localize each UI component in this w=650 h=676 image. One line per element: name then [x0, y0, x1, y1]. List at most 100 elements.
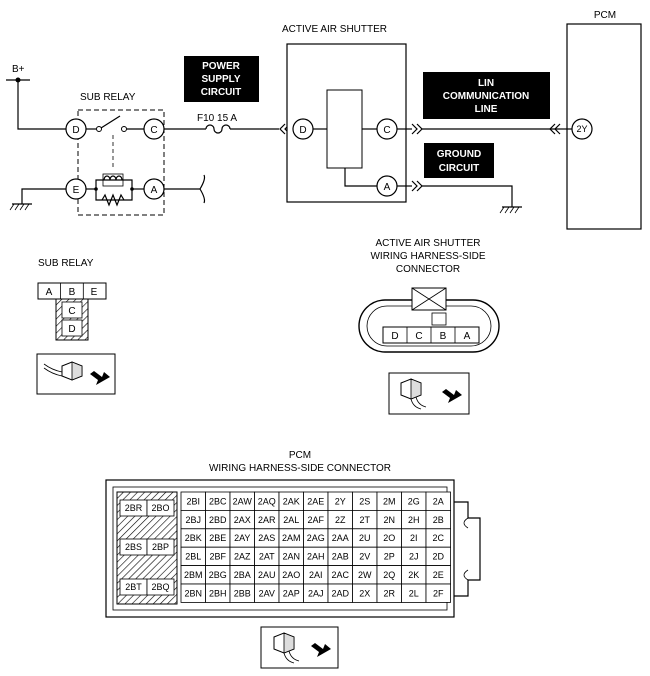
svg-text:2V: 2V — [359, 552, 370, 562]
pcm-pin-2bf: 2BF — [205, 546, 231, 567]
svg-text:2B: 2B — [433, 515, 444, 525]
svg-text:2BJ: 2BJ — [185, 515, 201, 525]
sub-relay-pin-e: E — [91, 287, 98, 298]
svg-text:2BE: 2BE — [209, 533, 226, 543]
pcm-pin-2m: 2M — [376, 491, 402, 511]
pcm-pin-2be: 2BE — [205, 528, 231, 548]
pcm-pin-2bq: 2BQ — [146, 578, 175, 596]
pcm-pin-2ad: 2AD — [327, 583, 353, 603]
svg-text:2O: 2O — [383, 533, 395, 543]
sub-relay-connector: A B E C D — [37, 282, 107, 341]
svg-text:2AK: 2AK — [283, 496, 300, 506]
b-plus-wire — [17, 80, 66, 130]
svg-text:POWER: POWER — [202, 61, 241, 72]
fuse-label: F10 15 A — [197, 113, 237, 124]
pcm-pin-2bb: 2BB — [229, 583, 255, 603]
svg-text:2S: 2S — [359, 496, 370, 506]
wire-continue-mark — [199, 174, 206, 204]
svg-text:2BL: 2BL — [185, 552, 201, 562]
pcm-pin-2c: 2C — [425, 528, 451, 548]
aas-pin-d: D — [391, 331, 398, 342]
svg-text:C: C — [150, 125, 157, 136]
svg-text:2BI: 2BI — [186, 496, 200, 506]
svg-text:2I: 2I — [410, 533, 418, 543]
svg-text:2AW: 2AW — [233, 496, 253, 506]
pcm-pin-2u: 2U — [352, 528, 378, 548]
pcm-pin-2aw: 2AW — [229, 491, 255, 511]
sub-relay-terminal-a: A — [143, 178, 165, 200]
fuse-symbol — [205, 124, 231, 134]
aas-connector: D C B A — [358, 287, 500, 353]
pcm-pin-2bg: 2BG — [205, 565, 231, 585]
svg-text:A: A — [151, 185, 158, 196]
lin-communication-label: LIN COMMUNICATION LINE — [423, 72, 550, 119]
pcm-pin-2bc: 2BC — [205, 491, 231, 511]
aas-connector-title-1: ACTIVE AIR SHUTTER — [375, 238, 480, 249]
pcm-view-icon — [260, 626, 339, 669]
svg-text:2AS: 2AS — [258, 533, 275, 543]
sub-relay-pin-c: C — [68, 306, 75, 317]
svg-text:2AY: 2AY — [234, 533, 250, 543]
power-supply-label: POWER SUPPLY CIRCUIT — [184, 56, 259, 102]
svg-text:2F: 2F — [433, 588, 444, 598]
svg-text:2AE: 2AE — [307, 496, 324, 506]
pcm-pin-2al: 2AL — [278, 509, 304, 530]
svg-text:2BP: 2BP — [152, 542, 169, 552]
svg-text:2AC: 2AC — [331, 570, 349, 580]
pcm-pin-2af: 2AF — [303, 509, 329, 530]
pcm-pin-2bs: 2BS — [119, 538, 148, 556]
svg-text:CIRCUIT: CIRCUIT — [201, 87, 242, 98]
active-air-shutter-title: ACTIVE AIR SHUTTER — [282, 24, 387, 35]
svg-text:2AU: 2AU — [258, 570, 276, 580]
svg-text:2P: 2P — [384, 552, 395, 562]
svg-text:2BB: 2BB — [234, 588, 251, 598]
svg-text:A: A — [384, 182, 391, 193]
svg-text:2C: 2C — [432, 533, 444, 543]
pcm-pin-2ah: 2AH — [303, 546, 329, 567]
svg-text:GROUND: GROUND — [437, 149, 481, 160]
pcm-pin-2g: 2G — [401, 491, 427, 511]
svg-text:C: C — [383, 125, 390, 136]
pcm-pin-2az: 2AZ — [229, 546, 255, 567]
svg-text:2BO: 2BO — [151, 503, 169, 513]
svg-text:2BD: 2BD — [209, 515, 227, 525]
pcm-pin-2br: 2BR — [119, 499, 148, 517]
svg-text:2AI: 2AI — [309, 570, 323, 580]
ground-wire — [422, 185, 513, 207]
svg-text:2D: 2D — [432, 552, 444, 562]
svg-text:2BQ: 2BQ — [151, 582, 169, 592]
sub-relay-terminal-c: C — [143, 118, 165, 140]
pcm-pin-2bk: 2BK — [180, 528, 206, 548]
svg-text:2AD: 2AD — [331, 588, 349, 598]
svg-text:2A: 2A — [433, 496, 444, 506]
svg-text:2E: 2E — [433, 570, 444, 580]
svg-text:LINE: LINE — [475, 104, 498, 115]
svg-text:2AQ: 2AQ — [258, 496, 276, 506]
ground-symbol-left — [9, 203, 32, 211]
pcm-pin-2a: 2A — [425, 491, 451, 511]
pcm-pin-2bj: 2BJ — [180, 509, 206, 530]
pcm-pin-2ak: 2AK — [278, 491, 304, 511]
svg-text:2BG: 2BG — [209, 570, 227, 580]
pcm-pin-2ag: 2AG — [303, 528, 329, 548]
pcm-pin-2bn: 2BN — [180, 583, 206, 603]
sub-relay-view-icon — [36, 353, 116, 395]
svg-text:2AP: 2AP — [283, 588, 300, 598]
pcm-pin-2ab: 2AB — [327, 546, 353, 567]
svg-text:2L: 2L — [409, 588, 419, 598]
pcm-pin-2z: 2Z — [327, 509, 353, 530]
pcm-terminal-2y: 2Y — [571, 118, 593, 140]
svg-text:2Y: 2Y — [576, 124, 587, 134]
pcm-pin-2b: 2B — [425, 509, 451, 530]
connector-mark-aas-a — [411, 180, 423, 192]
svg-text:SUPPLY: SUPPLY — [201, 74, 240, 85]
pcm-pin-2q: 2Q — [376, 565, 402, 585]
sub-relay-ground-wire — [21, 188, 66, 204]
pcm-pin-2ar: 2AR — [254, 509, 280, 530]
pcm-pin-2x: 2X — [352, 583, 378, 603]
pcm-pin-2bt: 2BT — [119, 578, 148, 596]
svg-text:2AX: 2AX — [234, 515, 251, 525]
pcm-pin-2ay: 2AY — [229, 528, 255, 548]
pcm-pin-2bi: 2BI — [180, 491, 206, 511]
